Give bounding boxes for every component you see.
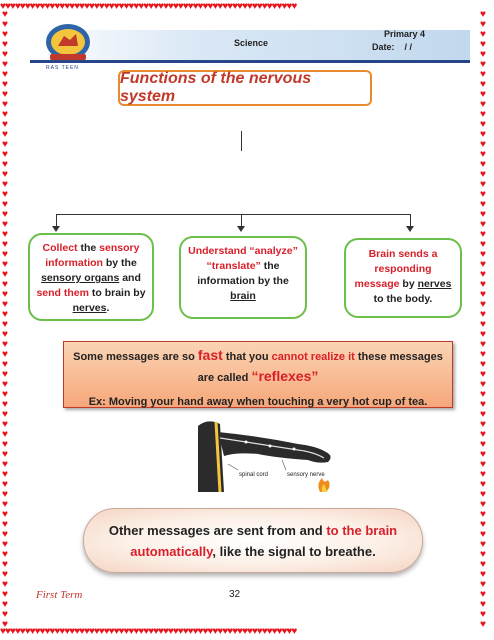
school-logo-icon [46, 24, 90, 60]
box-text-run: the information by the [197, 260, 289, 287]
tree-connector-right [410, 214, 411, 228]
header-divider [30, 60, 470, 63]
automatic-messages-box: Other messages are sent from and to the … [83, 508, 423, 573]
heart-border-top: ♥♥♥♥♥♥♥♥♥♥♥♥♥♥♥♥♥♥♥♥♥♥♥♥♥♥♥♥♥♥♥♥♥♥♥♥♥♥♥♥… [0, 2, 297, 12]
tree-connector-horizontal [56, 214, 410, 215]
page-title-box: Functions of the nervous system [118, 70, 372, 106]
heart-border-bottom: ♥♥♥♥♥♥♥♥♥♥♥♥♥♥♥♥♥♥♥♥♥♥♥♥♥♥♥♥♥♥♥♥♥♥♥♥♥♥♥♥… [0, 627, 297, 637]
reflex-line-1: Some messages are so fast that you canno… [73, 347, 443, 363]
grade-label: Primary 4 [384, 29, 426, 39]
reflex-arm-illustration: spinal cord sensory nerve [198, 418, 340, 492]
header-band [30, 30, 470, 60]
box-text-run: brain [230, 290, 256, 302]
footer-term: First Term [36, 589, 83, 601]
box-text-run: the [77, 242, 100, 254]
reflex-line-2: are called “reflexes” [197, 368, 319, 384]
school-name: RAS TEEN [46, 65, 79, 71]
arrow-down-icon [406, 226, 414, 232]
box-text-run: Brain sends a responding message [354, 248, 438, 290]
tree-connector-left [56, 214, 57, 228]
reflex-info-box: Some messages are so fast that you canno… [63, 341, 453, 408]
page-title: Functions of the nervous system [120, 70, 312, 105]
subject-label: Science [234, 38, 269, 48]
arrow-down-icon [52, 226, 60, 232]
function-box-respond: Brain sends a responding message by nerv… [344, 238, 462, 318]
box-text-run: to brain by [88, 287, 146, 299]
box-text-run: by the [102, 257, 137, 269]
heart-border-right: ♥♥♥♥♥♥♥♥♥♥♥♥♥♥♥♥♥♥♥♥♥♥♥♥♥♥♥♥♥♥♥♥♥♥♥♥♥♥♥♥… [480, 10, 486, 630]
text-cursor [241, 131, 242, 151]
box-text-run: to the body. [373, 293, 433, 305]
box-text-run: and [119, 272, 141, 284]
date-field: Date: / / [372, 42, 413, 52]
heart-border-left: ♥♥♥♥♥♥♥♥♥♥♥♥♥♥♥♥♥♥♥♥♥♥♥♥♥♥♥♥♥♥♥♥♥♥♥♥♥♥♥♥… [2, 10, 8, 630]
function-box-collect: Collect the sensory information by the s… [28, 233, 154, 321]
box-text-run: nerves [417, 278, 452, 290]
reflex-example: Ex: Moving your hand away when touching … [88, 396, 428, 408]
function-box-understand: Understand “analyze” “translate” the inf… [179, 236, 307, 319]
box-text-run: nerves [72, 302, 107, 314]
box-text-run: . [106, 302, 110, 314]
page-number: 32 [229, 589, 241, 600]
tree-connector-middle [241, 214, 242, 228]
box-text-run: Understand “analyze” “translate” [188, 245, 298, 272]
arrow-down-icon [237, 226, 245, 232]
label-sensory-nerve: sensory nerve [287, 472, 325, 478]
label-spinal-cord: spinal cord [239, 472, 268, 478]
box-text-run: by [399, 278, 418, 290]
box-text-run: Collect [42, 242, 78, 254]
box-text-run: sensory organs [41, 272, 120, 284]
box-text-run: sensory information [45, 242, 140, 269]
box-text-run: send them [36, 287, 89, 299]
